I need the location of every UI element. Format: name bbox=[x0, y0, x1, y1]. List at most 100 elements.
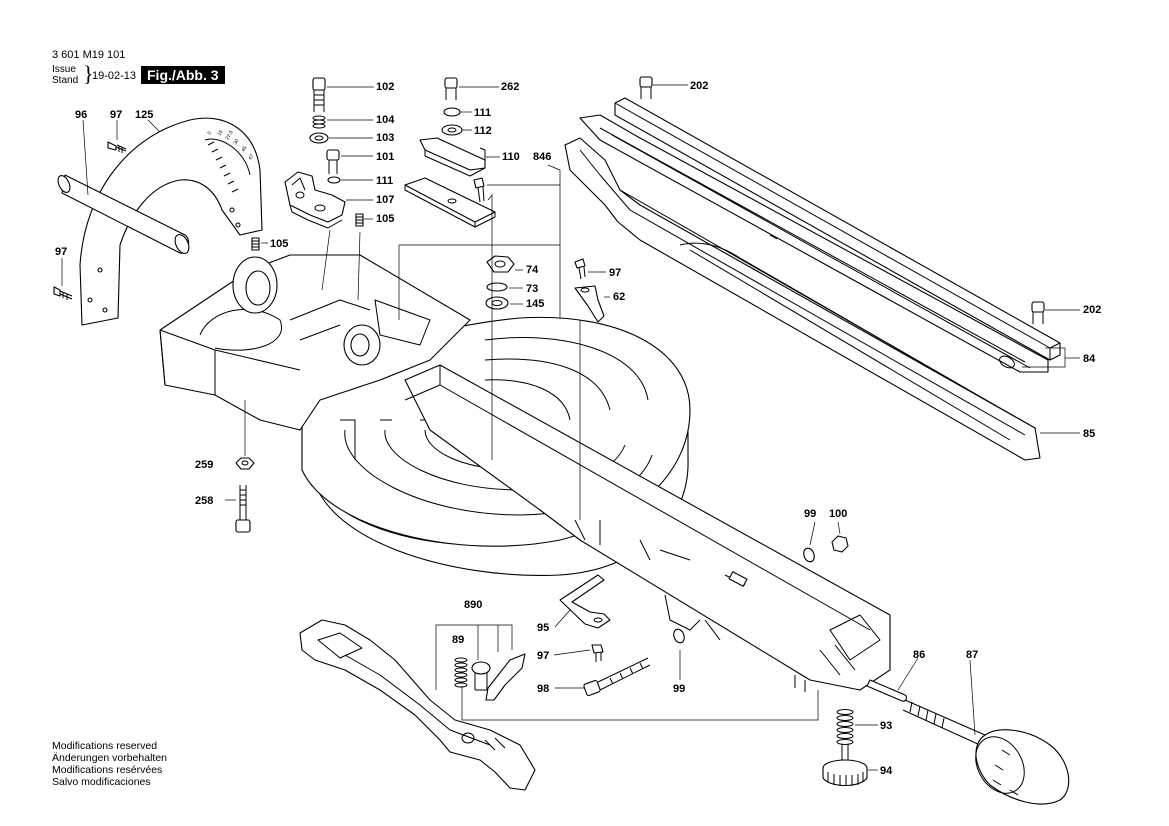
callout-111: 111 bbox=[474, 107, 491, 119]
hardware-parts bbox=[53, 77, 1070, 805]
scale-tick-15: 15 bbox=[217, 129, 225, 137]
callout-258: 258 bbox=[195, 495, 213, 507]
washer-99-a bbox=[803, 547, 815, 563]
callout-93: 93 bbox=[880, 720, 892, 732]
figure-tag: Fig./Abb. 3 bbox=[141, 66, 225, 84]
callout-99: 99 bbox=[804, 508, 816, 520]
leader-lines bbox=[61, 84, 1080, 771]
callout-85: 85 bbox=[1083, 428, 1095, 440]
callout-101: 101 bbox=[376, 151, 394, 163]
callout-97: 97 bbox=[537, 650, 549, 662]
note-fr: Modifications resérvées bbox=[52, 764, 163, 776]
callout-110: 110 bbox=[502, 151, 520, 163]
brace-glyph: } bbox=[83, 61, 94, 86]
lock-pin-890 bbox=[471, 661, 491, 691]
screw-202-right bbox=[1031, 301, 1045, 324]
callout-94: 94 bbox=[880, 765, 893, 777]
washer-99-b bbox=[673, 628, 685, 644]
screw-97-top bbox=[107, 141, 127, 153]
modification-notes: Modifications reserved Änderungen vorbeh… bbox=[52, 740, 167, 788]
callout-86: 86 bbox=[913, 649, 925, 661]
screw-846 bbox=[473, 177, 485, 203]
washer-103 bbox=[309, 132, 329, 144]
plate-846 bbox=[404, 177, 496, 228]
callout-202: 202 bbox=[1083, 304, 1101, 316]
fence-rails bbox=[564, 76, 1061, 461]
note-de: Änderungen vorbehalten bbox=[52, 752, 168, 764]
scale-tick-47: 47 bbox=[248, 153, 256, 161]
scale-tick-30: 30 bbox=[233, 138, 241, 146]
spring-93 bbox=[836, 709, 854, 745]
miter-handle bbox=[299, 619, 536, 791]
callout-102: 102 bbox=[376, 81, 394, 93]
callout-87: 87 bbox=[966, 649, 978, 661]
callout-846: 846 bbox=[533, 151, 551, 163]
miter-arm bbox=[404, 364, 891, 692]
callout-104: 104 bbox=[376, 114, 395, 126]
callout-105: 105 bbox=[376, 213, 394, 225]
document-number: 3 601 M19 101 bbox=[52, 49, 126, 61]
washer-112 bbox=[441, 124, 463, 136]
callout-262: 262 bbox=[501, 81, 519, 93]
screw-262 bbox=[444, 77, 458, 100]
nut-100 bbox=[831, 535, 849, 553]
screw-97-lower bbox=[591, 644, 604, 662]
spring-89 bbox=[454, 657, 468, 688]
pivot-shaft bbox=[57, 174, 190, 254]
callout-111: 111 bbox=[376, 175, 393, 187]
spring-104 bbox=[312, 115, 326, 129]
bracket-62 bbox=[574, 285, 605, 323]
callout-95: 95 bbox=[537, 622, 549, 634]
washer-73 bbox=[486, 282, 508, 292]
nut-259 bbox=[235, 457, 255, 470]
handle-87 bbox=[902, 699, 1070, 805]
callout-145: 145 bbox=[526, 298, 544, 310]
callout-numbers: 96 97 125 97 102 104 103 101 111 107 105… bbox=[55, 80, 1101, 777]
callout-100: 100 bbox=[829, 508, 847, 520]
callout-97: 97 bbox=[110, 109, 122, 121]
screw-202-top bbox=[639, 76, 653, 99]
callout-105: 105 bbox=[270, 238, 288, 250]
callout-62: 62 bbox=[613, 291, 625, 303]
screw-97-right bbox=[574, 258, 586, 280]
callout-103: 103 bbox=[376, 132, 394, 144]
base-housing bbox=[159, 254, 471, 431]
note-en: Modifications reserved bbox=[52, 740, 158, 752]
washer-145 bbox=[485, 296, 509, 310]
callout-125: 125 bbox=[135, 109, 153, 121]
setscrew-105-a bbox=[355, 213, 364, 227]
screw-101 bbox=[326, 149, 340, 174]
washer-111-right bbox=[443, 107, 461, 117]
callout-202: 202 bbox=[690, 80, 708, 92]
nut-74 bbox=[486, 255, 515, 273]
callout-97: 97 bbox=[55, 246, 67, 258]
note-es: Salvo modificaciones bbox=[52, 776, 151, 788]
issue-date: 19-02-13 bbox=[92, 70, 137, 82]
callout-84: 84 bbox=[1083, 353, 1096, 365]
bolt-102 bbox=[312, 77, 326, 112]
washer-111-left bbox=[327, 176, 341, 184]
scale-tick-0: 0 bbox=[207, 130, 214, 136]
callout-73: 73 bbox=[526, 283, 538, 295]
screw-97-left bbox=[53, 286, 73, 300]
screw-98 bbox=[583, 657, 651, 697]
scale-tick-22-5: 22.5 bbox=[225, 129, 235, 141]
bracket-95 bbox=[559, 574, 611, 629]
callout-89: 89 bbox=[452, 634, 464, 646]
callout-97: 97 bbox=[609, 267, 621, 279]
callout-112: 112 bbox=[474, 125, 492, 137]
issue-label: Issue bbox=[52, 64, 76, 75]
bracket-107 bbox=[284, 171, 346, 229]
knob-94 bbox=[822, 745, 868, 787]
setscrew-105-b bbox=[251, 237, 260, 251]
clamp-110 bbox=[419, 137, 486, 177]
stand-label: Stand bbox=[52, 75, 79, 86]
pin-86 bbox=[866, 679, 907, 702]
callout-74: 74 bbox=[526, 264, 539, 276]
callout-259: 259 bbox=[195, 459, 213, 471]
bevel-guard: 0 15 22.5 30 45 47 bbox=[79, 117, 263, 326]
scale-tick-45: 45 bbox=[241, 145, 249, 153]
callout-99: 99 bbox=[673, 683, 685, 695]
callout-98: 98 bbox=[537, 683, 549, 695]
